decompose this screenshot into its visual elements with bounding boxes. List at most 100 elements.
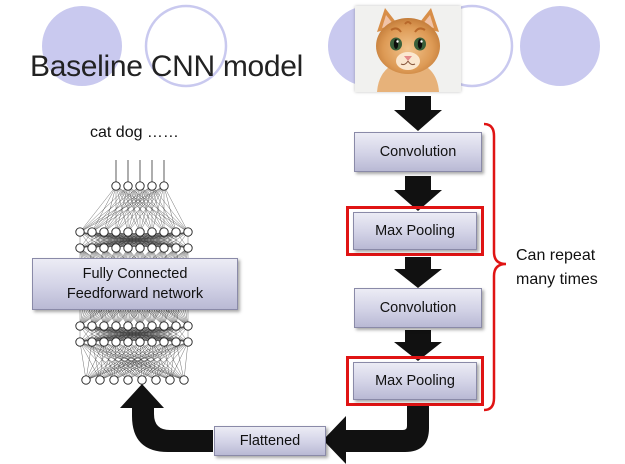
network-neuron — [111, 181, 121, 191]
network-neuron — [135, 227, 145, 237]
pool1-highlight-frame — [346, 206, 484, 256]
network-connection — [155, 341, 177, 381]
network-neuron — [75, 321, 85, 331]
network-neuron — [135, 181, 145, 191]
network-connection — [127, 341, 157, 381]
network-neuron — [159, 181, 169, 191]
network-neuron — [171, 227, 181, 237]
network-neuron — [147, 321, 157, 331]
network-neuron — [111, 321, 121, 331]
fc-label-line2: Feedforward network — [66, 286, 204, 302]
network-connection — [79, 185, 141, 233]
network-connection — [85, 341, 105, 381]
network-connection — [85, 341, 153, 381]
network-connection — [85, 341, 117, 381]
network-neuron — [159, 227, 169, 237]
network-connection — [175, 341, 185, 381]
network-connection — [91, 325, 189, 343]
network-connection — [139, 325, 189, 343]
network-connection — [91, 185, 165, 233]
arrow-pool2-to-flattened — [323, 406, 429, 464]
network-neuron — [147, 227, 157, 237]
network-connection — [85, 341, 189, 381]
network-connection — [91, 231, 189, 249]
network-connection — [99, 341, 165, 381]
network-connection — [141, 341, 189, 381]
network-connection — [163, 185, 177, 233]
arrow-conv2-to-pool2 — [394, 330, 442, 361]
network-neuron — [147, 181, 157, 191]
network-connection — [141, 341, 165, 381]
network-neuron — [183, 243, 193, 253]
network-neuron — [111, 227, 121, 237]
fc-label-line1: Fully Connected — [82, 266, 188, 282]
network-connection — [151, 341, 185, 381]
flattened-box: Flattened — [214, 426, 326, 456]
network-connection — [183, 341, 189, 381]
network-neuron — [137, 375, 147, 385]
network-connection — [79, 341, 87, 381]
arrow-pool1-to-conv2 — [394, 257, 442, 288]
network-connection — [79, 185, 117, 233]
network-connection — [113, 341, 177, 381]
pool2-box: Max Pooling — [353, 362, 477, 400]
network-neuron — [135, 321, 145, 331]
network-neuron — [123, 375, 133, 385]
network-connection — [127, 341, 185, 381]
network-neuron — [87, 227, 97, 237]
network-connection — [127, 185, 165, 233]
network-connection — [103, 341, 157, 381]
network-connection — [163, 341, 171, 381]
network-connection — [151, 341, 157, 381]
network-neuron — [151, 375, 161, 385]
network-neuron — [159, 321, 169, 331]
network-neuron — [123, 337, 133, 347]
network-connection — [103, 341, 143, 381]
network-neuron — [183, 227, 193, 237]
network-connection — [79, 231, 105, 249]
network-connection — [113, 341, 165, 381]
network-connection — [151, 185, 165, 233]
network-connection — [79, 185, 165, 233]
network-connection — [139, 341, 157, 381]
network-connection — [85, 341, 141, 381]
fully-connected-box: Fully Connected Feedforward network — [32, 258, 238, 310]
slide-title: Baseline CNN model — [30, 50, 304, 83]
network-neuron — [159, 243, 169, 253]
network-neuron — [75, 337, 85, 347]
network-connection — [163, 325, 189, 343]
network-connection — [79, 325, 105, 343]
network-connection — [127, 341, 189, 381]
network-connection — [79, 231, 177, 249]
network-neuron — [75, 243, 85, 253]
network-neuron — [123, 243, 133, 253]
network-connection — [79, 341, 115, 381]
network-connection — [91, 341, 143, 381]
network-connection — [115, 341, 185, 381]
network-connection — [113, 341, 129, 381]
network-connection — [113, 341, 141, 381]
network-connection — [127, 341, 153, 381]
network-neuron — [99, 243, 109, 253]
network-neuron — [147, 243, 157, 253]
output-class-labels: cat dog …… — [90, 124, 179, 141]
network-connection — [103, 185, 165, 233]
network-neuron — [81, 375, 91, 385]
network-connection — [113, 341, 117, 381]
network-connection — [151, 325, 189, 343]
network-connection — [85, 341, 177, 381]
network-connection — [139, 185, 165, 233]
network-connection — [139, 231, 189, 249]
cat-image — [355, 6, 461, 92]
network-neuron — [183, 321, 193, 331]
network-neuron — [171, 321, 181, 331]
network-connection — [139, 341, 171, 381]
network-connection — [79, 231, 117, 249]
network-connection — [127, 341, 141, 381]
conv2-box: Convolution — [354, 288, 482, 328]
network-connection — [85, 341, 129, 381]
network-connection — [155, 341, 189, 381]
network-connection — [127, 341, 177, 381]
network-connection — [79, 325, 177, 343]
network-connection — [79, 325, 189, 343]
